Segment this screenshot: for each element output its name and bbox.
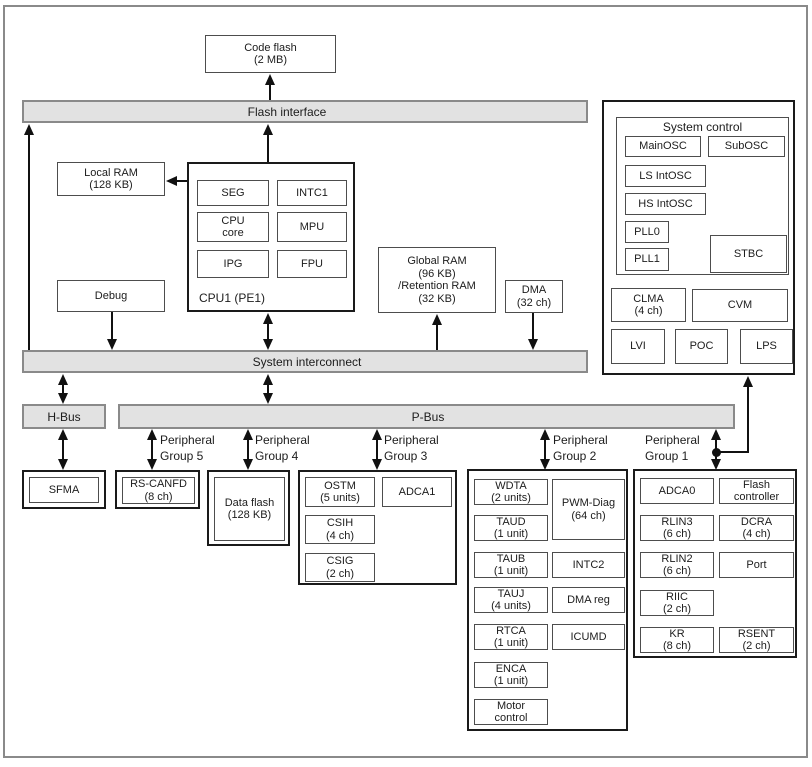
system-control-title: System control (662, 120, 743, 134)
data-flash-box: Data flash (128 KB) (214, 477, 285, 541)
hs-intosc-box: HS IntOSC (625, 193, 706, 215)
system-control-inner: System control MainOSC SubOSC LS IntOSC … (616, 117, 789, 275)
riic-box: RIIC (2 ch) (640, 590, 714, 616)
dcra-box: DCRA (4 ch) (719, 515, 794, 541)
stbc-box: STBC (710, 235, 787, 273)
p-bus-label: P-Bus (411, 409, 445, 424)
rtca-box: RTCA (1 unit) (474, 624, 548, 650)
peripheral-group-1-label: Peripheral Group 1 (645, 433, 700, 463)
flash-interface-bus: Flash interface (22, 100, 588, 123)
system-interconnect-bus: System interconnect (22, 350, 588, 373)
cpu1-title: CPU1 (PE1) (199, 291, 266, 305)
rs-canfd-box: RS-CANFD (8 ch) (122, 477, 195, 504)
cvm-box: CVM (692, 289, 788, 322)
group4-container: Data flash (128 KB) (207, 470, 290, 546)
group2-container: WDTA (2 units) PWM-Diag (64 ch) TAUD (1 … (467, 469, 628, 731)
adca0-box: ADCA0 (640, 478, 714, 504)
peripheral-group-2-label: Peripheral Group 2 (553, 433, 608, 463)
taud-box: TAUD (1 unit) (474, 515, 548, 541)
rlin3-box: RLIN3 (6 ch) (640, 515, 714, 541)
taub-box: TAUB (1 unit) (474, 552, 548, 578)
system-interconnect-label: System interconnect (252, 354, 362, 369)
motor-control-box: Motor control (474, 699, 548, 725)
intc2-box: INTC2 (552, 552, 625, 578)
adca1-box: ADCA1 (382, 477, 452, 507)
system-control-container: System control MainOSC SubOSC LS IntOSC … (602, 100, 795, 375)
group1-container: ADCA0 Flash controller RLIN3 (6 ch) DCRA… (633, 469, 797, 658)
group5-container: RS-CANFD (8 ch) (115, 470, 200, 509)
csih-box: CSIH (4 ch) (305, 515, 375, 544)
pll1-box: PLL1 (625, 248, 669, 271)
lvi-box: LVI (611, 329, 665, 364)
h-bus: H-Bus (22, 404, 106, 429)
sfma-container: SFMA (22, 470, 106, 509)
cpu1-pe1-container: SEG INTC1 CPU core MPU IPG FPU CPU1 (PE1… (187, 162, 355, 312)
icumd-box: ICUMD (552, 624, 625, 650)
cpu-core-box: CPU core (197, 212, 269, 242)
csig-box: CSIG (2 ch) (305, 553, 375, 582)
ls-intosc-box: LS IntOSC (625, 165, 706, 187)
ostm-box: OSTM (5 units) (305, 477, 375, 507)
mainosc-box: MainOSC (625, 136, 701, 157)
flash-interface-label: Flash interface (247, 104, 327, 119)
global-ram-box: Global RAM (96 KB) /Retention RAM (32 KB… (378, 247, 496, 313)
kr-box: KR (8 ch) (640, 627, 714, 653)
port-box: Port (719, 552, 794, 578)
h-bus-label: H-Bus (47, 409, 81, 424)
clma-box: CLMA (4 ch) (611, 288, 686, 322)
rlin2-box: RLIN2 (6 ch) (640, 552, 714, 578)
peripheral-group-4-label: Peripheral Group 4 (255, 433, 310, 463)
seg-box: SEG (197, 180, 269, 206)
fpu-box: FPU (277, 250, 347, 278)
lps-box: LPS (740, 329, 793, 364)
mpu-box: MPU (277, 212, 347, 242)
pwm-diag-box: PWM-Diag (64 ch) (552, 479, 625, 540)
wdta-box: WDTA (2 units) (474, 479, 548, 505)
rsent-box: RSENT (2 ch) (719, 627, 794, 653)
diagram-frame (3, 5, 808, 758)
peripheral-group-3-label: Peripheral Group 3 (384, 433, 439, 463)
code-flash-box: Code flash (2 MB) (205, 35, 336, 73)
peripheral-group-5-label: Peripheral Group 5 (160, 433, 215, 463)
intc1-box: INTC1 (277, 180, 347, 206)
subosc-box: SubOSC (708, 136, 785, 157)
pll0-box: PLL0 (625, 221, 669, 243)
poc-box: POC (675, 329, 728, 364)
flash-controller-box: Flash controller (719, 478, 794, 504)
p-bus: P-Bus (118, 404, 735, 429)
ipg-box: IPG (197, 250, 269, 278)
local-ram-box: Local RAM (128 KB) (57, 162, 165, 196)
debug-box: Debug (57, 280, 165, 312)
enca-box: ENCA (1 unit) (474, 662, 548, 688)
tauj-box: TAUJ (4 units) (474, 587, 548, 613)
sfma-box: SFMA (29, 477, 99, 503)
group3-container: OSTM (5 units) ADCA1 CSIH (4 ch) CSIG (2… (298, 470, 457, 585)
dma-reg-box: DMA reg (552, 587, 625, 613)
dma-box: DMA (32 ch) (505, 280, 563, 313)
